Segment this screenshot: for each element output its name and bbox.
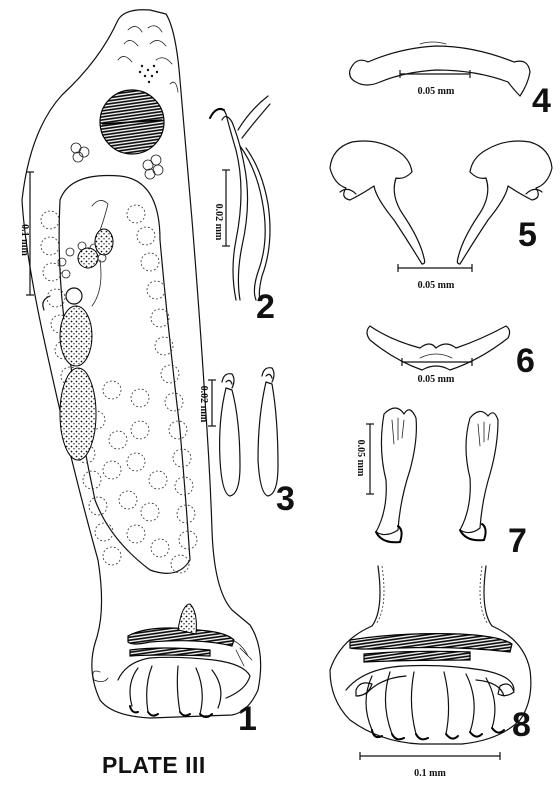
figure-8-scale-bar: 0.1 mm xyxy=(360,752,500,779)
figure-8-haptor: 0.1 mm 8 xyxy=(330,566,531,779)
figure-6-scale-bar: 0.05 mm xyxy=(402,358,472,385)
figure-5-scale-bar: 0.05 mm xyxy=(398,264,472,291)
figure-8-scale-label: 0.1 mm xyxy=(414,768,446,779)
figure-5-anchors: 0.05 mm 5 xyxy=(330,141,552,291)
plate-title: PLATE III xyxy=(102,752,206,778)
figure-1-worm: 0.1 mm 1 xyxy=(19,10,261,738)
figure-7-sclerites: 0.05 mm 7 xyxy=(355,408,527,560)
figure-6-number: 6 xyxy=(516,342,535,380)
figure-2-copulatory-organ: 0.02 mm 2 xyxy=(210,96,275,326)
figure-2-scale-bar: 0.02 mm xyxy=(213,170,230,246)
figure-4-dorsal-bar: 0.05 mm 4 xyxy=(350,42,551,120)
figure-4-scale-label: 0.05 mm xyxy=(418,86,455,97)
figure-3-number: 3 xyxy=(276,480,295,518)
figure-5-number: 5 xyxy=(518,216,537,254)
figure-5-scale-label: 0.05 mm xyxy=(418,280,455,291)
figure-1-scale-label: 0.1 mm xyxy=(19,224,30,256)
figure-3-marginal-hooks: 0.02 mm 3 xyxy=(198,368,295,518)
figure-2-scale-label: 0.02 mm xyxy=(213,204,224,241)
figure-3-scale-label: 0.02 mm xyxy=(198,386,209,423)
figure-4-scale-bar: 0.05 mm xyxy=(400,70,470,97)
figure-2-number: 2 xyxy=(256,288,275,326)
figure-7-scale-label: 0.05 mm xyxy=(355,440,366,477)
figure-6-ventral-bar: 0.05 mm 6 xyxy=(367,326,535,385)
figure-7-scale-bar: 0.05 mm xyxy=(355,424,374,494)
figure-1-number: 1 xyxy=(238,700,257,738)
figure-3-scale-bar: 0.02 mm xyxy=(198,380,216,426)
figure-7-number: 7 xyxy=(508,522,527,560)
figure-6-scale-label: 0.05 mm xyxy=(418,374,455,385)
figure-8-number: 8 xyxy=(512,706,531,744)
figure-4-number: 4 xyxy=(532,82,551,120)
